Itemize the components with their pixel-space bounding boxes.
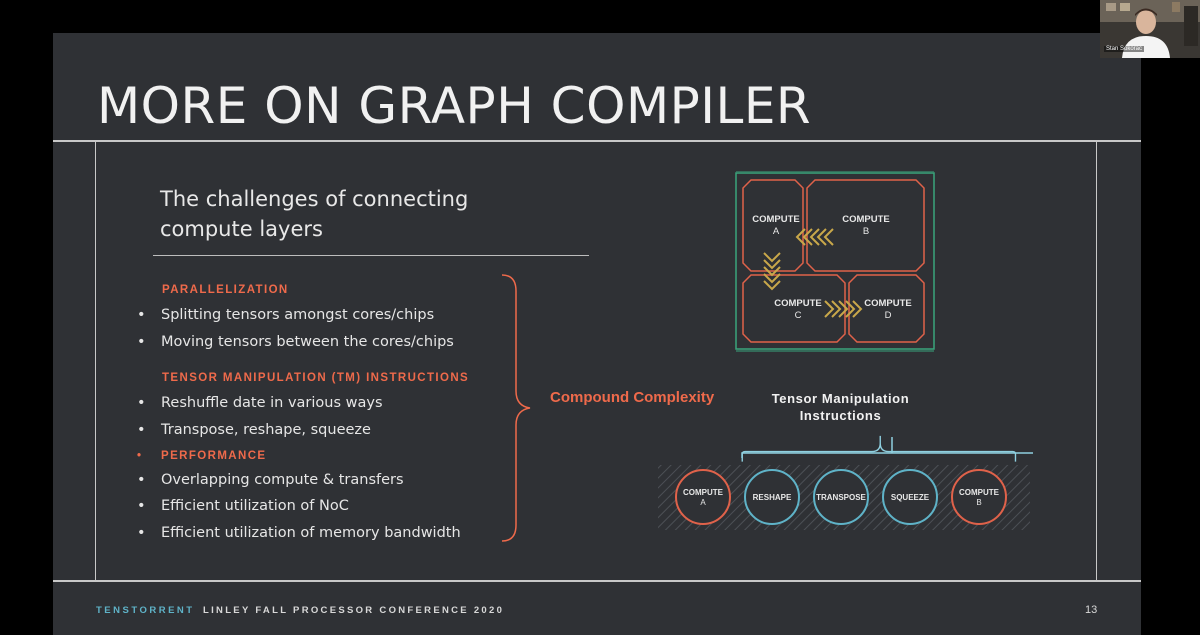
block-a-label-1: COMPUTE bbox=[752, 214, 800, 225]
bullet-item: •Moving tensors between the cores/chips bbox=[137, 334, 454, 350]
chevron-left-icon bbox=[795, 228, 834, 246]
svg-text:B: B bbox=[976, 498, 981, 507]
svg-text:COMPUTE: COMPUTE bbox=[959, 488, 1000, 497]
compute-block-d bbox=[848, 274, 925, 343]
compute-grid-diagram: COMPUTE A COMPUTE B COMPUTE C COMPUTE D bbox=[735, 171, 935, 352]
participant-video-icon bbox=[1100, 0, 1200, 58]
section-heading-tm: TENSOR MANIPULATION (TM) INSTRUCTIONS bbox=[162, 372, 470, 384]
bullet-item: •Reshuffle date in various ways bbox=[137, 395, 383, 411]
page-number: 13 bbox=[1085, 604, 1098, 616]
svg-text:A: A bbox=[700, 498, 706, 507]
block-c-label-2: C bbox=[795, 310, 802, 321]
slide-title: MORE ON GRAPH COMPILER bbox=[97, 77, 812, 135]
pipeline-reshape: RESHAPE bbox=[744, 469, 800, 525]
bullet-item: •Efficient utilization of memory bandwid… bbox=[137, 525, 461, 541]
block-d-label-1: COMPUTE bbox=[864, 298, 912, 309]
svg-text:TRANSPOSE: TRANSPOSE bbox=[816, 493, 866, 502]
right-border bbox=[1096, 142, 1097, 580]
pipeline-compute-a: COMPUTE A bbox=[675, 469, 731, 525]
pipeline-compute-b: COMPUTE B bbox=[951, 469, 1007, 525]
block-c-label-1: COMPUTE bbox=[774, 298, 822, 309]
svg-text:COMPUTE: COMPUTE bbox=[683, 488, 724, 497]
left-border bbox=[95, 142, 96, 580]
presentation-slide: MORE ON GRAPH COMPILER The challenges of… bbox=[53, 33, 1141, 635]
compute-block-a bbox=[742, 179, 804, 272]
bullet-item: •Transpose, reshape, squeeze bbox=[137, 422, 371, 438]
curly-brace-icon bbox=[501, 274, 531, 542]
participant-name: Stan Sokorac bbox=[1104, 46, 1145, 52]
pipeline-circles: COMPUTE A RESHAPE TRANSPOSE SQUEEZE COMP… bbox=[675, 469, 1007, 525]
block-b-label-1: COMPUTE bbox=[842, 214, 890, 225]
pipeline-squeeze: SQUEEZE bbox=[882, 469, 938, 525]
svg-text:RESHAPE: RESHAPE bbox=[753, 493, 792, 502]
tm-diagram-title: Tensor Manipulation Instructions bbox=[771, 391, 910, 423]
block-a-label-2: A bbox=[773, 226, 780, 237]
chevron-right-icon bbox=[824, 300, 863, 318]
pipeline-transpose: TRANSPOSE bbox=[813, 469, 869, 525]
bullet-item: •Overlapping compute & transfers bbox=[137, 472, 404, 488]
compute-block-c bbox=[742, 274, 846, 343]
subtitle-divider bbox=[153, 255, 589, 256]
footer-divider bbox=[53, 580, 1141, 582]
footer-conference: LINLEY FALL PROCESSOR CONFERENCE 2020 bbox=[203, 605, 505, 616]
section-heading-performance: •PERFORMANCE bbox=[137, 450, 267, 462]
participant-video-thumbnail[interactable]: Stan Sokorac bbox=[1100, 0, 1200, 58]
compute-block-b bbox=[806, 179, 925, 272]
section-heading-parallelization: PARALLELIZATION bbox=[162, 284, 289, 296]
bullet-item: •Splitting tensors amongst cores/chips bbox=[137, 307, 435, 323]
compound-complexity-label: Compound Complexity bbox=[550, 389, 715, 406]
footer-brand: TENSTORRENT bbox=[96, 605, 195, 616]
slide-subtitle: The challenges of connecting compute lay… bbox=[160, 187, 469, 241]
block-d-label-2: D bbox=[885, 310, 892, 321]
title-divider bbox=[53, 140, 1141, 142]
chevron-down-icon bbox=[763, 252, 781, 291]
bullet-item: •Efficient utilization of NoC bbox=[137, 498, 349, 514]
block-b-label-2: B bbox=[863, 226, 869, 237]
svg-text:SQUEEZE: SQUEEZE bbox=[891, 493, 930, 502]
